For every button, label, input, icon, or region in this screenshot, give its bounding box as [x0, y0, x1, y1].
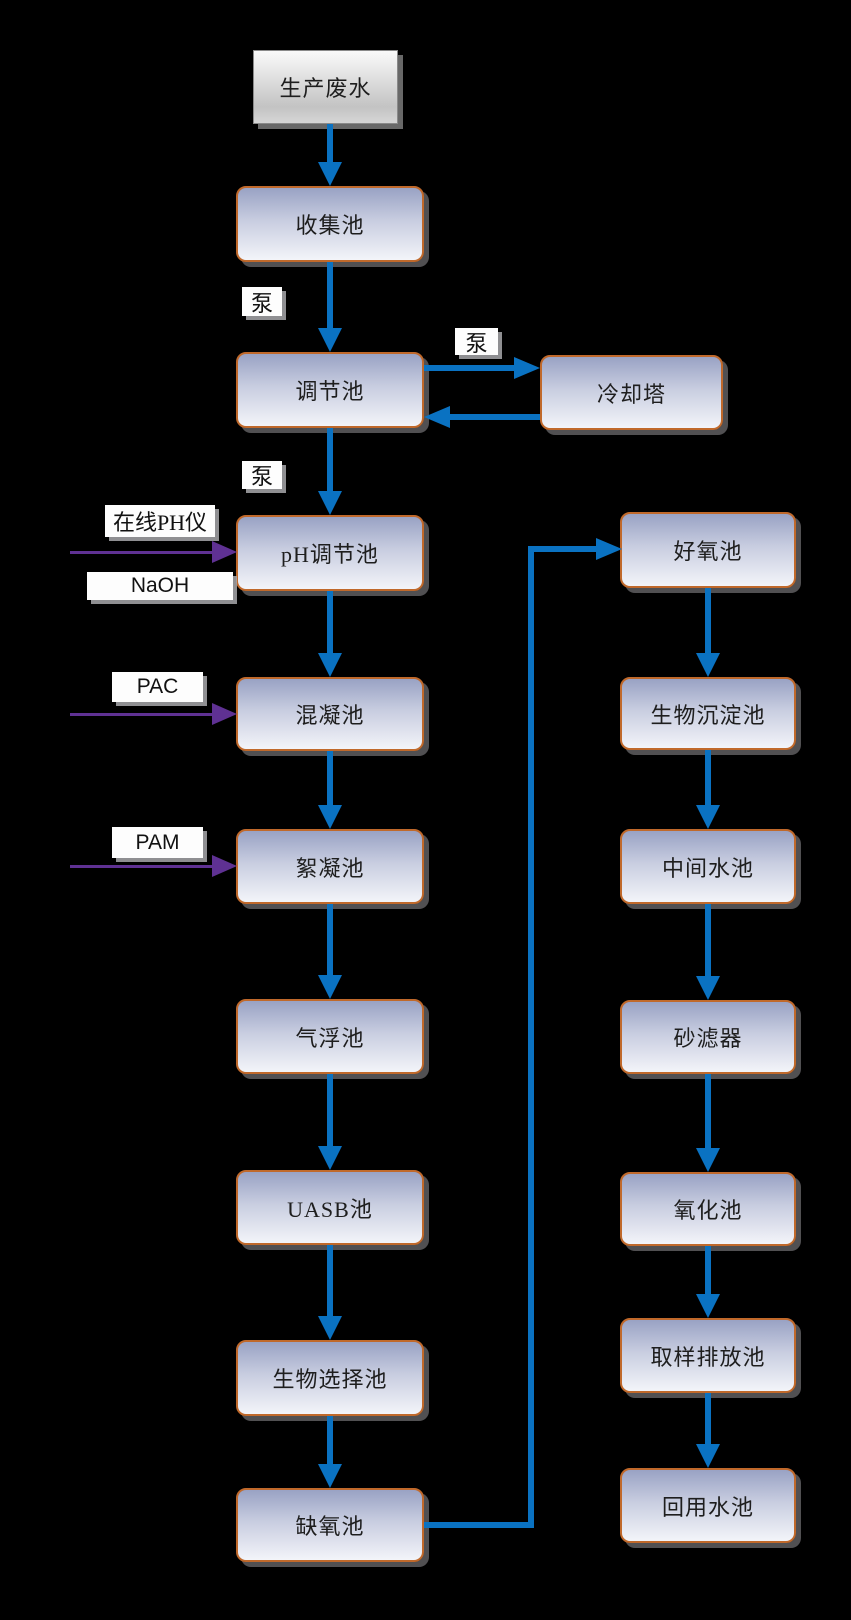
arrow-production-to-collection-head: [318, 162, 342, 186]
arrow-sandfilter-to-oxidation-head: [696, 1148, 720, 1172]
tag-pam: PAM: [112, 827, 203, 858]
dosing-arrow-pam-line: [70, 865, 212, 868]
arrow-oxidation-to-sampling-line: [705, 1246, 711, 1294]
node-bio-sedimentation-pool-label: 生物沉淀池: [650, 702, 766, 728]
node-air-flotation-pool-label: 气浮池: [295, 1025, 365, 1051]
dosing-arrow-pam-head: [212, 855, 237, 877]
arrow-ph-to-coagulation-head: [318, 653, 342, 677]
node-regulation-pool: 调节池: [236, 352, 424, 428]
dosing-arrow-naoh-line: [70, 551, 212, 554]
dosing-arrow-pac-line: [70, 713, 212, 716]
arrow-intermediate-to-sandfilter-line: [705, 904, 711, 976]
tag-pump-2: 泵: [455, 328, 498, 356]
tag-pump-3: 泵: [242, 461, 282, 489]
arrow-sampling-to-reuse-head: [696, 1444, 720, 1468]
node-regulation-pool-label: 调节池: [295, 379, 365, 404]
node-intermediate-pool: 中间水池: [620, 829, 796, 904]
node-oxidation-pool-label: 氧化池: [673, 1198, 743, 1223]
arrow-sandfilter-to-oxidation-line: [705, 1074, 711, 1148]
node-sand-filter-label: 砂滤器: [673, 1026, 743, 1051]
node-ph-adjust-pool-label: pH调节池: [281, 542, 379, 567]
arrow-collection-to-regulation-head: [318, 328, 342, 352]
tag-pump-1: 泵: [242, 287, 282, 316]
node-cooling-tower: 冷却塔: [540, 355, 723, 430]
arrow-production-to-collection-line: [327, 124, 333, 162]
tag-naoh-label: NaOH: [130, 574, 190, 597]
arrow-anoxic-to-aerobic-head: [596, 538, 622, 560]
node-air-flotation-pool: 气浮池: [236, 999, 424, 1074]
arrow-bioselection-to-anoxic-head: [318, 1464, 342, 1488]
arrow-ph-to-coagulation-line: [327, 591, 333, 653]
tag-online-ph-meter-label: 在线PH仪: [112, 510, 208, 535]
node-bio-selection-pool-label: 生物选择池: [272, 1367, 388, 1392]
node-intermediate-pool-label: 中间水池: [661, 855, 754, 881]
node-reuse-pool-label: 回用水池: [661, 1494, 754, 1520]
node-flocculation-pool-label: 絮凝池: [295, 855, 365, 881]
node-reuse-pool: 回用水池: [620, 1468, 796, 1543]
tag-naoh: NaOH: [87, 572, 233, 600]
arrow-regulation-to-coolingtower-head: [514, 357, 540, 379]
node-oxidation-pool: 氧化池: [620, 1172, 796, 1246]
arrow-airflotation-to-uasb-head: [318, 1146, 342, 1170]
tag-pac: PAC: [112, 672, 203, 702]
arrow-regulation-to-ph-head: [318, 491, 342, 515]
tag-pam-label: PAM: [135, 830, 180, 854]
arrow-aerobic-to-biosedimentation-head: [696, 653, 720, 677]
node-collection-pool-label: 收集池: [295, 213, 365, 238]
arrow-oxidation-to-sampling-head: [696, 1294, 720, 1318]
arrow-coolingtower-to-regulation-line: [450, 414, 540, 420]
node-sampling-discharge-pool: 取样排放池: [620, 1318, 796, 1393]
node-bio-selection-pool: 生物选择池: [236, 1340, 424, 1416]
node-flocculation-pool: 絮凝池: [236, 829, 424, 904]
node-aerobic-pool: 好氧池: [620, 512, 796, 588]
node-uasb-pool-label: UASB池: [287, 1196, 373, 1222]
arrow-anoxic-to-aerobic-segment-bottom: [424, 1522, 534, 1528]
arrow-regulation-to-coolingtower-line: [424, 365, 514, 371]
tag-pump-2-label: 泵: [465, 330, 488, 356]
node-uasb-pool: UASB池: [236, 1170, 424, 1245]
node-production-wastewater: 生产废水: [253, 50, 398, 124]
arrow-uasb-to-bioselection-line: [327, 1245, 333, 1316]
arrow-biosedimentation-to-intermediate-line: [705, 750, 711, 805]
arrow-airflotation-to-uasb-line: [327, 1074, 333, 1146]
tag-online-ph-meter: 在线PH仪: [105, 505, 215, 537]
node-coagulation-pool: 混凝池: [236, 677, 424, 751]
node-ph-adjust-pool: pH调节池: [236, 515, 424, 591]
arrow-coagulation-to-flocculation-line: [327, 751, 333, 805]
node-cooling-tower-label: 冷却塔: [596, 381, 666, 407]
node-anoxic-pool: 缺氧池: [236, 1488, 424, 1562]
arrow-uasb-to-bioselection-head: [318, 1316, 342, 1340]
node-sand-filter: 砂滤器: [620, 1000, 796, 1074]
arrow-coagulation-to-flocculation-head: [318, 805, 342, 829]
node-coagulation-pool-label: 混凝池: [295, 703, 365, 728]
arrow-collection-to-regulation-line: [327, 262, 333, 328]
arrow-aerobic-to-biosedimentation-line: [705, 588, 711, 653]
arrow-regulation-to-ph-line: [327, 428, 333, 491]
arrow-intermediate-to-sandfilter-head: [696, 976, 720, 1000]
tag-pump-1-label: 泵: [250, 290, 273, 316]
arrow-anoxic-to-aerobic-segment-top: [534, 546, 596, 552]
node-anoxic-pool-label: 缺氧池: [295, 1514, 365, 1539]
dosing-arrow-naoh-head: [212, 541, 237, 563]
arrow-coolingtower-to-regulation-head: [424, 406, 450, 428]
arrow-sampling-to-reuse-line: [705, 1393, 711, 1444]
node-collection-pool: 收集池: [236, 186, 424, 262]
node-aerobic-pool-label: 好氧池: [673, 539, 743, 564]
tag-pump-3-label: 泵: [250, 464, 273, 489]
arrow-bioselection-to-anoxic-line: [327, 1416, 333, 1464]
arrow-flocculation-to-airflotation-line: [327, 904, 333, 975]
node-sampling-discharge-pool-label: 取样排放池: [650, 1344, 766, 1370]
tag-pac-label: PAC: [136, 675, 179, 698]
arrow-anoxic-to-aerobic-segment-vertical: [528, 546, 534, 1528]
node-bio-sedimentation-pool: 生物沉淀池: [620, 677, 796, 750]
node-production-wastewater-label: 生产废水: [279, 76, 372, 101]
arrow-biosedimentation-to-intermediate-head: [696, 805, 720, 829]
dosing-arrow-pac-head: [212, 703, 237, 725]
arrow-flocculation-to-airflotation-head: [318, 975, 342, 999]
